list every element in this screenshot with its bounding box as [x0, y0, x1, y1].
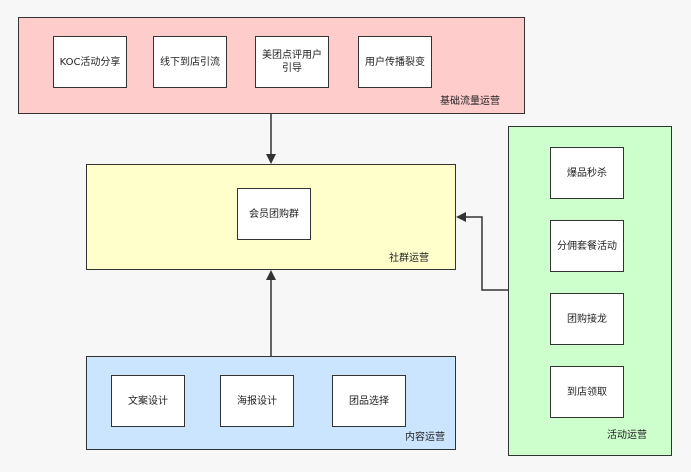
- node-label: 到店领取: [567, 386, 607, 398]
- node-label: 分佣套餐活动: [557, 240, 617, 252]
- node-label-line-2: 引导: [282, 63, 302, 74]
- node-group-buy-relay[interactable]: 团购接龙: [550, 293, 624, 345]
- node-label-line-1: 美团点评用户: [262, 50, 322, 61]
- node-koc-activity-share[interactable]: KOC活动分享: [53, 36, 127, 88]
- node-store-pickup[interactable]: 到店领取: [550, 366, 624, 418]
- group-label: 活动运营: [607, 430, 647, 441]
- group-content-ops[interactable]: 文案设计 海报设计 团品选择 内容运营: [86, 356, 456, 450]
- node-offline-store-traffic[interactable]: 线下到店引流: [153, 36, 227, 88]
- group-label: 社群运营: [389, 253, 429, 264]
- node-label: 会员团购群: [249, 208, 299, 220]
- node-label: KOC活动分享: [59, 56, 121, 68]
- group-label: 基础流量运营: [440, 96, 500, 107]
- node-meituan-user-guide[interactable]: 美团点评用户 引导: [255, 36, 329, 88]
- node-flash-sale[interactable]: 爆品秒杀: [550, 147, 624, 199]
- node-commission-package[interactable]: 分佣套餐活动: [550, 220, 624, 272]
- node-label: 团购接龙: [567, 313, 607, 325]
- node-member-group-buy[interactable]: 会员团购群: [237, 188, 311, 240]
- node-user-viral-spread[interactable]: 用户传播裂变: [358, 36, 432, 88]
- node-label: 团品选择: [349, 395, 389, 407]
- node-product-selection[interactable]: 团品选择: [332, 375, 406, 427]
- node-poster-design[interactable]: 海报设计: [220, 375, 294, 427]
- group-community-ops[interactable]: 会员团购群 社群运营: [86, 164, 456, 270]
- node-label: 爆品秒杀: [567, 167, 607, 179]
- group-basic-traffic-ops[interactable]: KOC活动分享 线下到店引流 美团点评用户 引导 用户传播裂变 基础流量运营: [18, 17, 525, 114]
- node-label: 线下到店引流: [160, 56, 220, 68]
- group-activity-ops[interactable]: 爆品秒杀 分佣套餐活动 团购接龙 到店领取 活动运营: [508, 126, 672, 456]
- node-label: 海报设计: [237, 395, 277, 407]
- node-label: 用户传播裂变: [365, 56, 425, 68]
- edge-activity-to-community: [456, 212, 508, 291]
- group-label: 内容运营: [405, 432, 445, 443]
- node-copywriting[interactable]: 文案设计: [111, 375, 185, 427]
- node-label: 文案设计: [128, 395, 168, 407]
